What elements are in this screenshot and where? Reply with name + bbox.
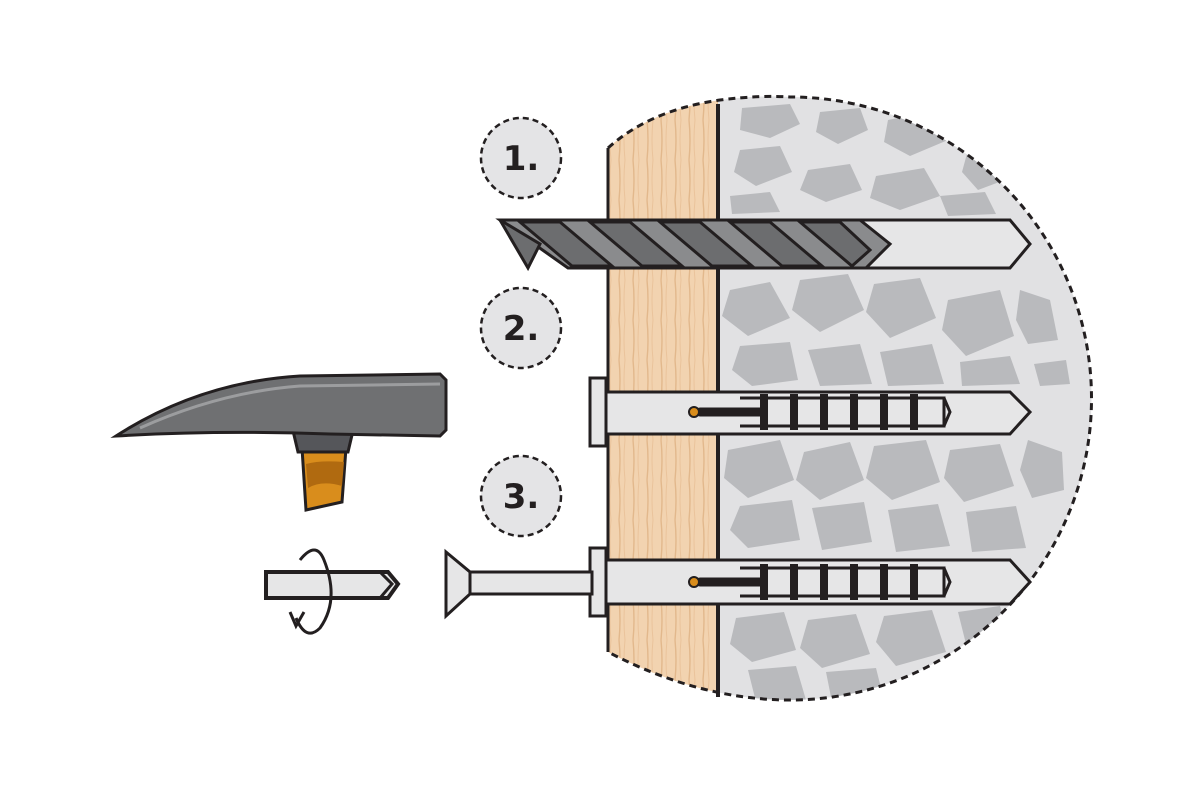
- drill-bit-icon: [495, 218, 893, 272]
- step-number-2: 2.: [503, 309, 540, 349]
- step-number-3: 3.: [503, 477, 540, 517]
- step-badge-3: 3.: [479, 454, 563, 538]
- step-2-insert-plug: [588, 376, 1033, 448]
- step-1-drill-hole: [495, 218, 1032, 272]
- wall-outline-dashed: [606, 94, 1093, 702]
- step-3-insert-screw: [264, 546, 1033, 635]
- aggregate-stones: [722, 104, 1070, 700]
- rotation-arrow-icon: [288, 548, 333, 635]
- installed-plug: [588, 546, 1033, 618]
- step-badge-2: 2.: [479, 286, 563, 370]
- screw-icon: [444, 548, 594, 620]
- wall-plug-icon: [588, 376, 1033, 448]
- hammer-icon: [110, 372, 448, 512]
- step-badge-1: 1.: [479, 116, 563, 200]
- step-number-1: 1.: [503, 139, 540, 179]
